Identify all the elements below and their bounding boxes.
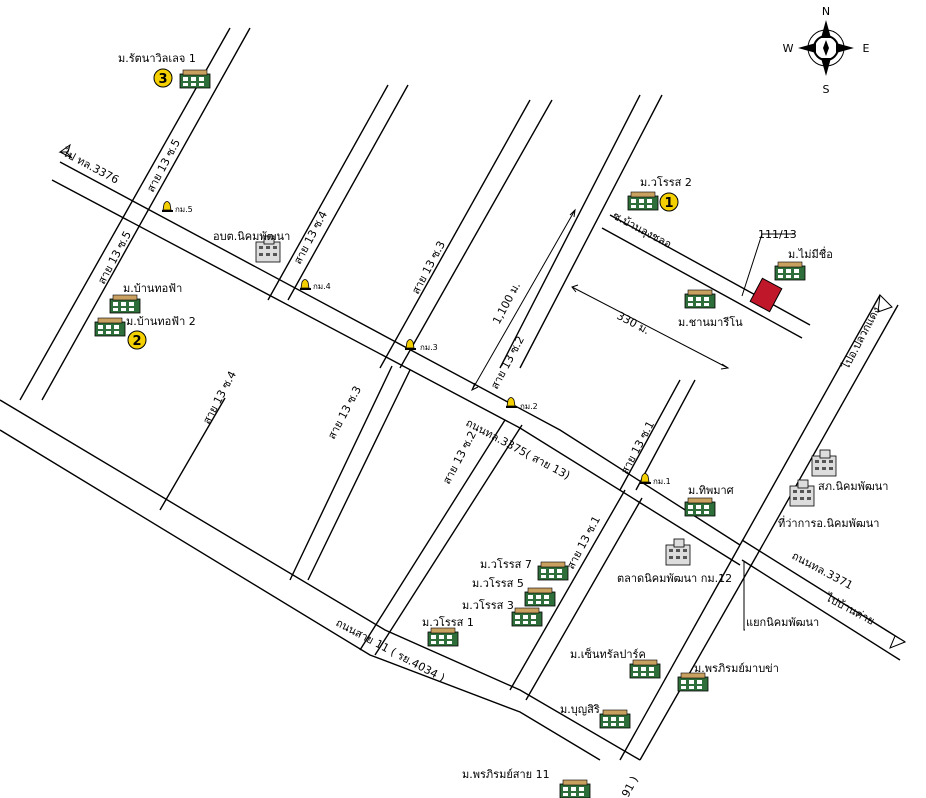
km-post-icon — [161, 201, 174, 213]
compass-s: S — [823, 83, 830, 96]
road-label-13-2-south: สาย 13 ซ.2 — [440, 429, 479, 487]
marker-2: 2 — [127, 330, 147, 350]
road-label-13-2-north: สาย 13 ซ.2 — [488, 334, 527, 392]
office-building-icon — [789, 479, 815, 507]
house-icon — [774, 261, 806, 281]
label-promma-sai11: ม.พรภิรมย์สาย 11 — [462, 768, 550, 781]
km-1: กม.1 — [653, 477, 671, 486]
roads — [0, 27, 906, 761]
road-label-to-banchang: ไปบ้านค่าย — [823, 591, 877, 628]
road-label-13-4-south: สาย 13 ซ.4 — [200, 369, 239, 427]
km-post-icon — [299, 279, 312, 291]
km-posts: กม.5 กม.4 กม.3 กม.2 กม.1 — [161, 201, 671, 486]
village-icons — [94, 69, 806, 798]
label-ratanawila: ม.รัตนาวิลเลจ 1 — [118, 52, 196, 65]
compass-e: E — [863, 42, 870, 55]
road-label-3375: ถนนทล.3375( สาย 13) — [464, 416, 573, 482]
house-icon — [109, 294, 141, 314]
road-label-13-3-south: สาย 13 ซ.3 — [325, 384, 364, 442]
km-4: กม.4 — [313, 282, 331, 291]
label-banthofa-2: ม.บ้านทอฟ้า 2 — [126, 315, 196, 328]
house-icon — [524, 587, 556, 607]
house-icon — [627, 191, 659, 211]
house-icon — [629, 659, 661, 679]
label-district-office: ที่ว่าการอ.นิคมพัฒนา — [778, 515, 879, 530]
road-3371-lower — [741, 559, 901, 661]
label-worarot-3: ม.วโรรส 3 — [462, 598, 514, 612]
svg-text:2: 2 — [132, 334, 141, 349]
office-building-icon — [811, 449, 837, 477]
house-icon — [179, 69, 211, 89]
road-label-to-plaoknaeng: ไปอ.ปลวกแดง — [839, 305, 883, 373]
plot-111-13 — [741, 233, 795, 313]
road-label-bottom-91: 91 ) — [619, 774, 641, 798]
label-worarot-1: ม.วโรรส 1 — [422, 615, 474, 629]
km-3: กม.3 — [420, 343, 438, 352]
house-icon — [511, 607, 543, 627]
road-3375-upper — [59, 161, 741, 546]
road-label-soi-banlungchalo: ซ.บ้านลุงชลอ — [611, 209, 674, 251]
house-icon — [684, 289, 716, 309]
house-icon — [684, 497, 716, 517]
label-maimichue: ม.ไม่มีชื่อ — [788, 246, 833, 261]
label-worarot-7: ม.วโรรส 7 — [480, 557, 532, 571]
distance-330: 330 ม. — [615, 309, 652, 337]
label-market: ตลาดนิคมพัฒนา กม.12 — [617, 572, 732, 585]
compass-n: N — [822, 5, 830, 18]
km-post-icon — [505, 397, 518, 409]
road-11-lower — [0, 429, 601, 761]
compass-w: W — [783, 42, 794, 55]
road-label-13-1-north: สาย 13 ซ.1 — [618, 419, 657, 477]
place-labels: ม.รัตนาวิลเลจ 1 ม.วโรรส 2 ม.บ้านทอฟ้า ม.… — [118, 52, 888, 781]
distance-marks — [471, 208, 745, 631]
house-icon — [677, 672, 709, 692]
label-banthofa: ม.บ้านทอฟ้า — [123, 282, 182, 295]
market-building-icon — [665, 538, 691, 566]
house-icon — [599, 709, 631, 729]
label-chanmarino: ม.ชานมารีโน — [678, 315, 743, 329]
road-11-upper — [0, 399, 641, 761]
km-post-icon — [404, 339, 417, 351]
label-junction: แยกนิคมพัฒนา — [746, 616, 819, 629]
house-icon — [94, 317, 126, 337]
house-icon — [427, 627, 459, 647]
label-central-park: ม.เซ็นทรัลปาร์ค — [570, 647, 646, 661]
road-label-13-3-north: สาย 13 ซ.3 — [409, 239, 448, 297]
road-arrows — [58, 143, 907, 649]
label-worarot-2: ม.วโรรส 2 — [640, 175, 692, 189]
house-icon — [559, 779, 591, 798]
label-obt: อบต.นิคมพัฒนา — [213, 230, 290, 243]
label-plot-number: 111/13 — [758, 228, 797, 241]
distance-1100: 1,100 ม. — [490, 280, 523, 326]
road-3371-upper — [741, 539, 906, 643]
label-promma-chan: ม.พรภิรมย์มาบข่า — [694, 662, 779, 675]
label-police: สภ.นิคมพัฒนา — [818, 480, 888, 493]
compass-rose-icon: N S W E — [783, 5, 870, 96]
svg-text:1: 1 — [664, 196, 673, 211]
label-boonsiri: ม.บุญสิริ — [560, 703, 600, 716]
svg-text:3: 3 — [158, 72, 167, 87]
km-post-icon — [639, 473, 652, 485]
road-label-13-4-north: สาย 13 ซ.4 — [291, 209, 330, 267]
marker-3: 3 — [153, 68, 173, 88]
label-thippamat: ม.ทิพมาศ — [688, 484, 734, 497]
marker-1: 1 — [659, 192, 679, 212]
km-2: กม.2 — [520, 402, 538, 411]
road-label-3371: ถนนทล.3371 — [790, 549, 855, 592]
km-5: กม.5 — [175, 205, 193, 214]
label-worarot-5: ม.วโรรส 5 — [472, 576, 524, 590]
